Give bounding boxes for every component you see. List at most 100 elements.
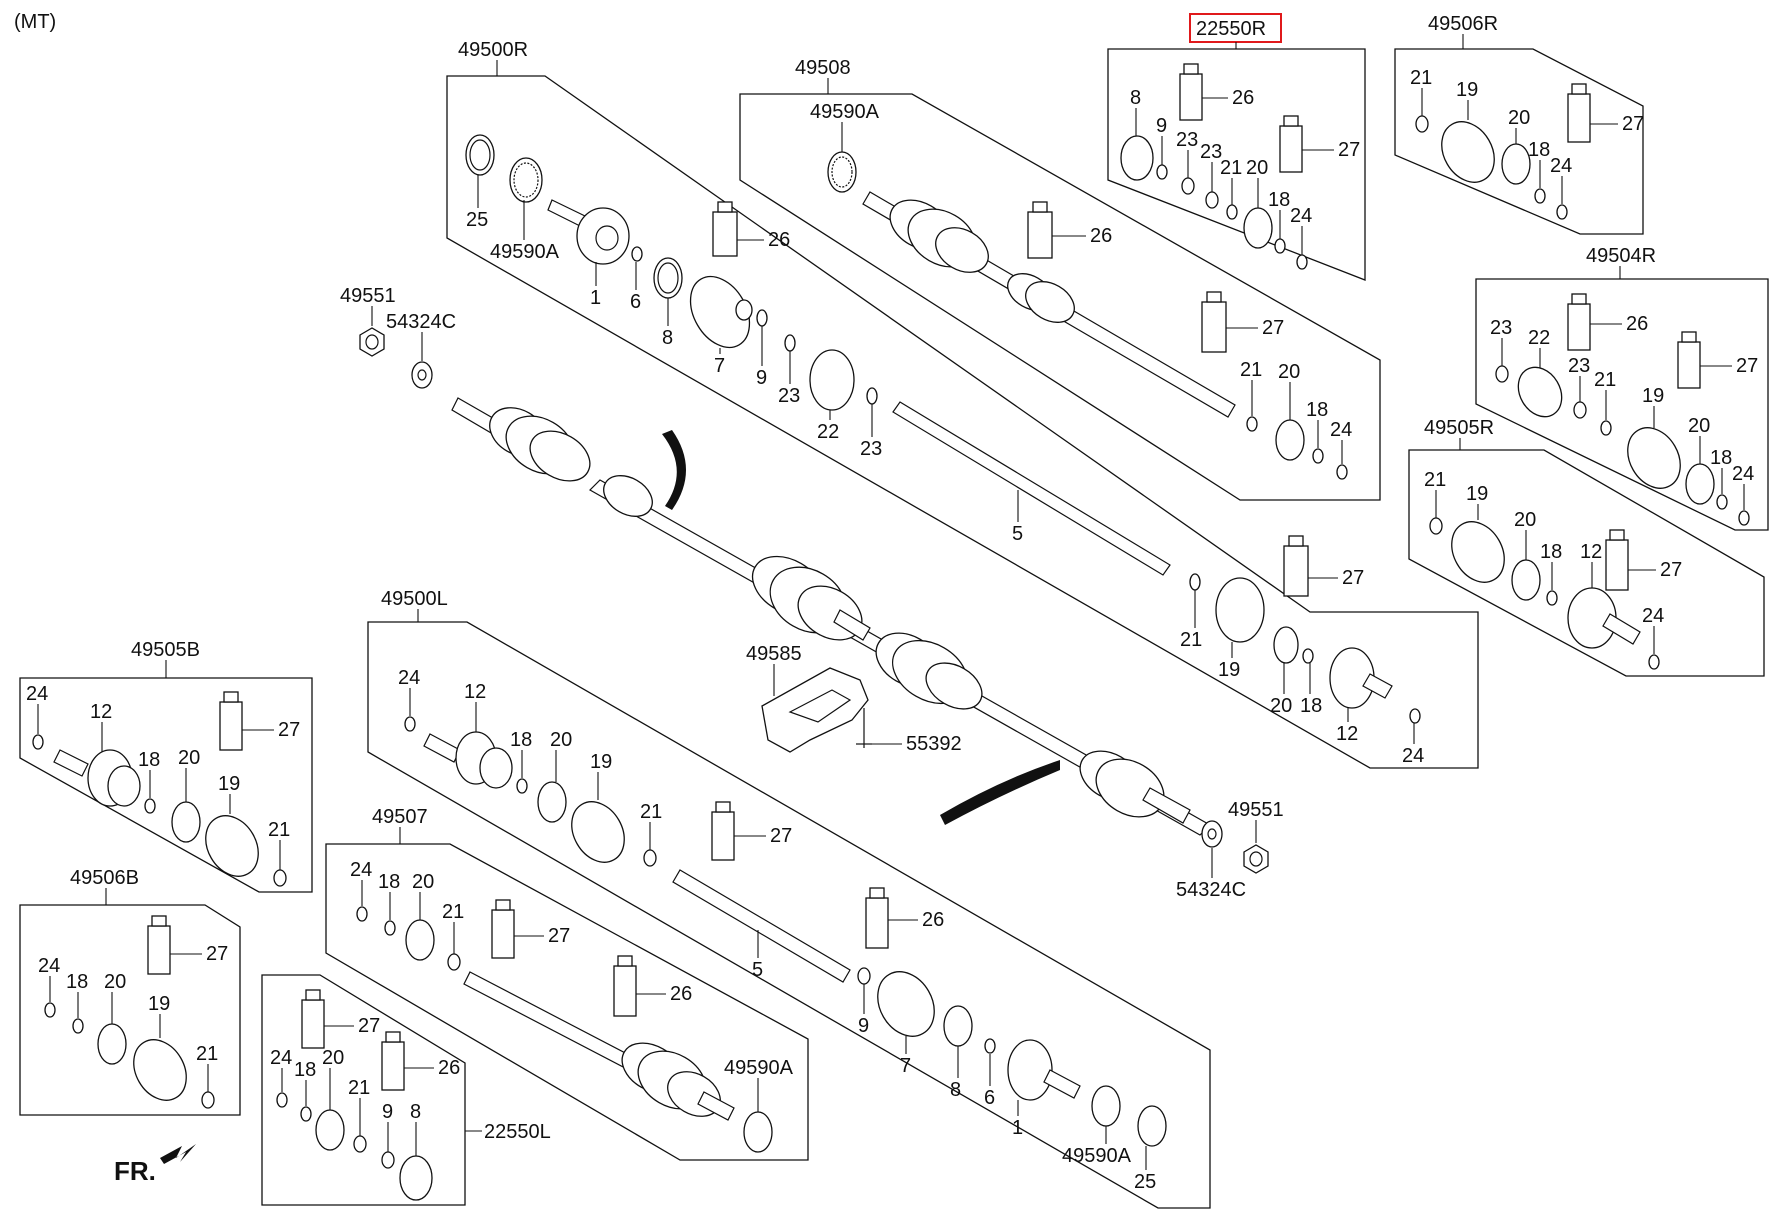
- group-49506R-parts: [1415, 83, 1591, 220]
- label-6-49500L: 6: [984, 1087, 995, 1109]
- label-24-49507: 24: [350, 859, 372, 881]
- group-outline-49500L: [367, 621, 1211, 1209]
- label-49551-upper: 49551: [340, 285, 396, 307]
- group-outline-49505B: [19, 677, 313, 893]
- label-24-49506B: 24: [38, 955, 60, 977]
- label-26-49504R: 26: [1626, 313, 1648, 335]
- label-18-49507: 18: [378, 871, 400, 893]
- label-8-49500L: 8: [950, 1079, 961, 1101]
- label-49551-lower: 49551: [1228, 799, 1284, 821]
- group-label-49508: 49508: [795, 57, 851, 79]
- label-22-49504R: 22: [1528, 327, 1550, 349]
- label-20-22550L: 20: [322, 1047, 344, 1069]
- group-label-49506B: 49506B: [70, 867, 139, 889]
- group-outline-49505R: [1408, 449, 1765, 677]
- label-24-22550R: 24: [1290, 205, 1312, 227]
- label-24-49505R: 24: [1642, 605, 1664, 627]
- label-7-49500L: 7: [900, 1055, 911, 1077]
- group-outline-49507: [325, 843, 809, 1161]
- label-6-49500R: 6: [630, 291, 641, 313]
- label-9-22550L: 9: [382, 1101, 393, 1123]
- label-21-49508: 21: [1240, 359, 1262, 381]
- label-1-49500R: 1: [590, 287, 601, 309]
- label-9-49500L: 9: [858, 1015, 869, 1037]
- label-27-49505R: 27: [1660, 559, 1682, 581]
- label-49585: 49585: [746, 643, 802, 665]
- label-27-49504R: 27: [1736, 355, 1758, 377]
- label-20-49504R: 20: [1688, 415, 1710, 437]
- label-23-22550R-b: 23: [1200, 141, 1222, 163]
- label-9-22550R: 9: [1156, 115, 1167, 137]
- label-27-49500L: 27: [770, 825, 792, 847]
- label-21-49507: 21: [442, 901, 464, 923]
- group-label-49504R: 49504R: [1586, 245, 1656, 267]
- nut-washer-upper: [359, 327, 433, 389]
- label-23-49504R-a: 23: [1490, 317, 1512, 339]
- label-49590A-49508: 49590A: [810, 101, 880, 123]
- label-21-49506B: 21: [196, 1043, 218, 1065]
- wedge-mark-upper: [662, 430, 686, 510]
- label-19-49505B: 19: [218, 773, 240, 795]
- label-24-49508: 24: [1330, 419, 1352, 441]
- label-26-22550R: 26: [1232, 87, 1254, 109]
- bearing-bracket-49585: [761, 667, 872, 753]
- label-27-49506R: 27: [1622, 113, 1644, 135]
- group-49505R-parts: [1429, 517, 1660, 670]
- label-20-49505B: 20: [178, 747, 200, 769]
- label-27-22550L: 27: [358, 1015, 380, 1037]
- label-19-49505R: 19: [1466, 483, 1488, 505]
- group-outline-49504R: [1475, 278, 1769, 531]
- label-49590A-49507: 49590A: [724, 1057, 794, 1079]
- label-27-49507: 27: [548, 925, 570, 947]
- label-5-49500R: 5: [1012, 523, 1023, 545]
- group-22550L-parts: [276, 989, 433, 1201]
- label-19-49506R: 19: [1456, 79, 1478, 101]
- label-27-49500R: 27: [1342, 567, 1364, 589]
- label-23-49500R-b: 23: [860, 438, 882, 460]
- group-label-49505R: 49505R: [1424, 417, 1494, 439]
- label-12-49500L: 12: [464, 681, 486, 703]
- label-20-49505R: 20: [1514, 509, 1536, 531]
- group-49508-parts: [827, 151, 1348, 480]
- front-label: FR.: [114, 1156, 156, 1186]
- label-5-49500L: 5: [752, 959, 763, 981]
- label-18-49500R: 18: [1300, 695, 1322, 717]
- main-right-driveshaft: [451, 397, 1211, 836]
- label-27-22550R: 27: [1338, 139, 1360, 161]
- label-18-22550L: 18: [294, 1059, 316, 1081]
- label-27-49505B: 27: [278, 719, 300, 741]
- label-24-49500L: 24: [398, 667, 420, 689]
- label-20-49506B: 20: [104, 971, 126, 993]
- group-49506B-parts: [44, 915, 215, 1109]
- label-12-49505B: 12: [90, 701, 112, 723]
- label-24-49500R: 24: [1402, 745, 1424, 767]
- label-54324C-lower: 54324C: [1176, 879, 1246, 901]
- group-label-22550R[interactable]: 22550R: [1196, 18, 1266, 40]
- label-24-49504R: 24: [1732, 463, 1754, 485]
- label-20-49500L: 20: [550, 729, 572, 751]
- label-12-49500R: 12: [1336, 723, 1358, 745]
- label-24-49505B: 24: [26, 683, 48, 705]
- group-outline-49506R: [1394, 48, 1644, 235]
- label-21-22550L: 21: [348, 1077, 370, 1099]
- wedge-mark-lower: [940, 760, 1060, 825]
- group-outline-49508: [739, 93, 1381, 501]
- nut-washer-lower: [1201, 820, 1269, 874]
- label-20-49508: 20: [1278, 361, 1300, 383]
- label-49590A-49500L: 49590A: [1062, 1145, 1132, 1167]
- label-18-49508: 18: [1306, 399, 1328, 421]
- group-outline-22550L: [261, 974, 466, 1206]
- group-outline-22550R: [1107, 48, 1366, 281]
- group-outline-49506B: [19, 904, 241, 1116]
- label-8-22550L: 8: [410, 1101, 421, 1123]
- label-19-49500R: 19: [1218, 659, 1240, 681]
- label-18-49506R: 18: [1528, 139, 1550, 161]
- label-21-49500L: 21: [640, 801, 662, 823]
- label-23-49500R-a: 23: [778, 385, 800, 407]
- label-54324C-upper: 54324C: [386, 311, 456, 333]
- label-7-49500R: 7: [714, 355, 725, 377]
- label-20-22550R: 20: [1246, 157, 1268, 179]
- group-22550R-parts: [1120, 63, 1308, 270]
- label-18-49506B: 18: [66, 971, 88, 993]
